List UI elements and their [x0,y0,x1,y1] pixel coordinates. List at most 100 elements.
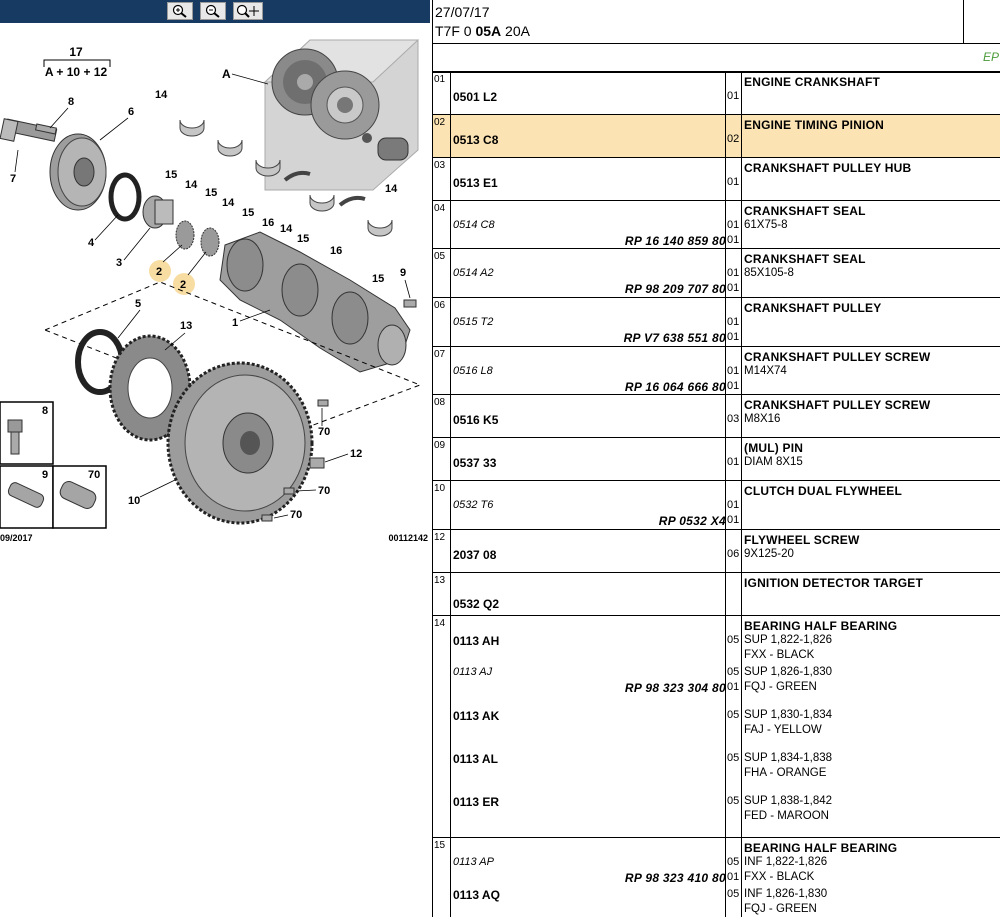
part-line: FQJ - GREEN [433,903,1000,917]
part-title: IGNITION DETECTOR TARGET [744,576,924,590]
part-number[interactable]: 0514 A2 [453,267,494,279]
part-number[interactable]: 2037 08 [453,548,497,562]
part-number[interactable]: 0113 AQ [453,888,500,902]
diagram-panel: 17 A + 10 + 12 A 8 7 [0,0,430,917]
rp-reference[interactable]: RP 0532 X4 [658,514,726,528]
quantity: 05 [727,752,740,764]
part-number[interactable]: 0537 33 [453,456,497,470]
callout-14e: 14 [385,183,398,195]
svg-text:9: 9 [42,469,48,481]
rp-reference[interactable]: RP 98 323 410 80 [624,871,726,885]
rp-reference[interactable]: RP 98 323 304 80 [624,681,726,695]
catalog-date: 27/07/17 [435,4,490,20]
row-ref-number: 06 [434,300,446,311]
quantity: 01 [727,871,740,883]
part-line: FAJ - YELLOW [433,724,1000,739]
part-number[interactable]: 0501 L2 [453,90,498,104]
callout-6: 6 [128,106,134,118]
quantity: 05 [727,709,740,721]
part-number[interactable]: 0113 AP [453,856,494,868]
part-number[interactable]: 0532 T6 [453,499,494,511]
part-description: FXX - BLACK [744,871,815,883]
rp-reference[interactable]: RP 16 064 666 80 [624,380,726,394]
pulley-hub [142,195,174,229]
diagram-date-code: 09/2017 [0,533,33,543]
quantity: 01 [727,331,740,343]
rp-reference[interactable]: RP 98 209 707 80 [624,282,726,296]
part-number[interactable]: 0532 Q2 [453,597,500,611]
part-title: CRANKSHAFT PULLEY [744,301,882,315]
part-number[interactable]: 0515 T2 [453,316,494,328]
rp-reference[interactable]: RP V7 638 551 80 [623,331,726,345]
callout-12: 12 [350,448,362,460]
part-description: FQJ - GREEN [744,681,817,693]
part-number[interactable]: 0113 AJ [453,666,493,678]
dowel-pin [403,299,417,308]
quantity: 01 [727,316,740,328]
parts-row[interactable]: 13 IGNITION DETECTOR TARGET 0532 Q2 [433,573,1000,616]
part-description: SUP 1,822-1,826 [744,634,833,646]
callout-1: 1 [232,317,238,329]
quantity: 01 [727,681,740,693]
part-number[interactable]: 0113 AH [453,634,500,648]
part-description: INF 1,826-1,830 [744,888,828,900]
part-number[interactable]: 0514 C8 [453,219,495,231]
row-ref-number: 02 [434,117,446,128]
quantity: 01 [727,380,740,392]
zoom-in-button[interactable] [167,2,193,20]
zoom-pan-button[interactable] [233,2,263,20]
part-title: (MUL) PIN [744,441,804,455]
part-number[interactable]: 0513 E1 [453,176,498,190]
quantity: 01 [727,514,740,526]
part-number[interactable]: 0516 K5 [453,413,499,427]
quantity: 01 [727,365,740,377]
part-title: CRANKSHAFT SEAL [744,252,866,266]
callout-70a: 70 [318,426,330,438]
crankshaft [219,231,411,373]
part-description: SUP 1,826-1,830 [744,666,833,678]
diagram-toolbar [0,0,430,23]
part-description: M8X16 [744,413,781,425]
quantity: 06 [727,548,740,560]
callout-A: A [222,67,231,81]
part-number[interactable]: 0513 C8 [453,133,499,147]
row-ref-number: 13 [434,575,446,586]
part-number[interactable]: 0113 AL [453,752,498,766]
part-number[interactable]: 0516 L8 [453,365,493,377]
part-number[interactable]: 0113 ER [453,795,500,809]
zoom-out-button[interactable] [200,2,226,20]
part-number[interactable]: 0113 AK [453,709,500,723]
quantity: 05 [727,666,740,678]
callout-4: 4 [88,237,95,249]
callout-70c: 70 [290,509,302,521]
rp-reference[interactable]: RP 16 140 859 80 [624,234,726,248]
zoom-in-icon [172,4,187,18]
quantity: 01 [727,456,740,468]
